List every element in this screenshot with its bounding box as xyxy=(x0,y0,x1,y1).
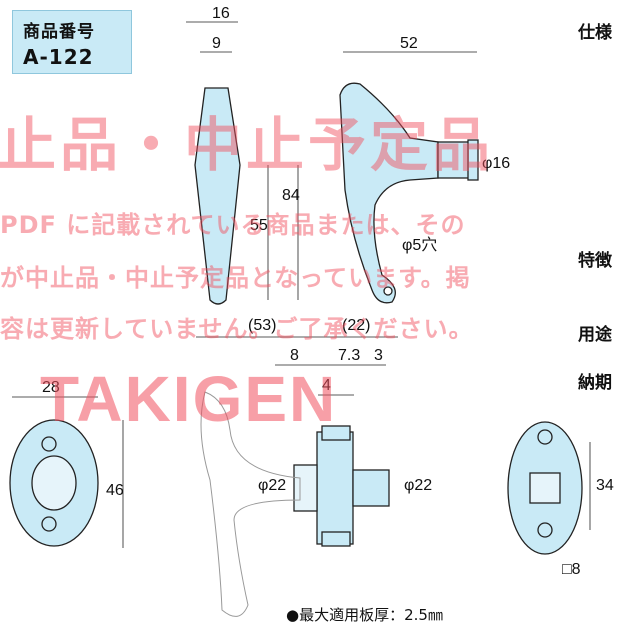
dim-ref-53: (53) xyxy=(248,317,276,334)
dim-84: 84 xyxy=(282,187,300,204)
dim-8: 8 xyxy=(290,347,299,364)
use-label: 用途 xyxy=(578,325,612,345)
dim-4: 4 xyxy=(322,377,331,394)
dim-34: 34 xyxy=(596,477,614,494)
dim-ref-22: (22) xyxy=(342,317,370,334)
spec-label: 仕様 xyxy=(578,23,612,43)
dim-3: 3 xyxy=(374,347,383,364)
dim-28: 28 xyxy=(42,379,60,396)
handle-front-view xyxy=(194,87,241,305)
max-panel-thickness-note: ●最大適用板厚：2.5㎜ xyxy=(286,606,443,624)
dim-16: 16 xyxy=(212,5,230,22)
mounting-section xyxy=(316,431,354,545)
dim-46: 46 xyxy=(106,482,124,499)
dim-52: 52 xyxy=(400,35,418,52)
shaft-side-view xyxy=(437,141,474,179)
delivery-label: 納期 xyxy=(578,373,612,393)
feature-label: 特徴 xyxy=(578,251,612,271)
dim-dia22-left: φ22 xyxy=(258,477,286,494)
dim-shaft-dia: φ16 xyxy=(482,155,510,172)
dim-7-3: 7.3 xyxy=(338,347,360,364)
product-code: A-122 xyxy=(23,45,94,69)
dim-55: 55 xyxy=(250,217,268,234)
product-number-box: 商品番号 A-122 xyxy=(12,10,132,74)
dim-square-8: □8 xyxy=(562,561,581,578)
watermark-line-1: PDF に記載されている商品または、その xyxy=(0,211,466,239)
handle-outline-section xyxy=(200,391,301,617)
watermark-brand: TAKIGEN xyxy=(40,363,338,435)
product-number-label: 商品番号 xyxy=(23,22,95,42)
watermark-headline: 止品・中止予定品 xyxy=(0,111,495,179)
handle-side-view xyxy=(339,82,439,304)
dim-9: 9 xyxy=(212,35,221,52)
watermark-line-2: が中止品・中止予定品となっています。掲 xyxy=(0,264,471,292)
dim-dia22-right: φ22 xyxy=(404,477,432,494)
dim-hole: φ5穴 xyxy=(402,236,437,254)
watermark-line-3: 容は更新していません。ご了承ください。 xyxy=(0,315,474,343)
